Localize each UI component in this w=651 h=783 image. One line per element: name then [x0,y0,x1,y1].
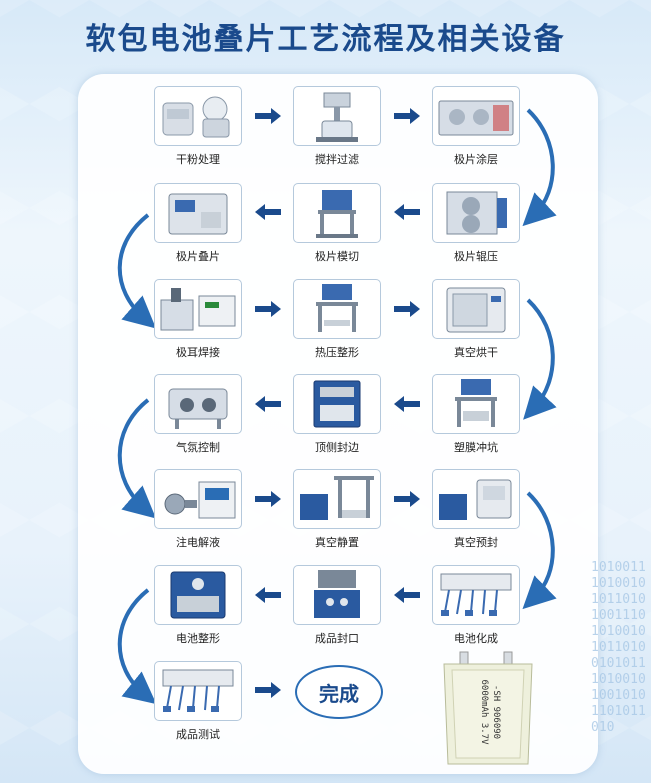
step-atmosphere: 气氛控制 [154,374,242,455]
step-label: 极片叠片 [176,250,220,263]
step-film-punch: 塑膜冲坑 [432,374,520,455]
arrow-left-icon [255,204,281,224]
step-battery-shaping: 电池整形 [154,565,242,646]
curve-left-2 [117,398,157,519]
stacking-machine-icon [154,183,242,243]
step-label: 气氛控制 [176,441,220,454]
electrolyte-filler-icon [154,469,242,529]
arrow-right-icon [255,491,281,511]
step-tab-welding: 极耳焊接 [154,279,242,360]
hot-press-icon [293,279,381,339]
step-label: 电池整形 [176,632,220,645]
roller-press-icon [432,183,520,243]
arrow-left-icon [255,587,281,607]
curve-right-1 [522,108,557,227]
step-label: 真空预封 [454,536,498,549]
tab-welder-icon [154,279,242,339]
arrow-left-icon [394,204,420,224]
done-badge: 完成 [295,665,383,719]
step-die-cutting: 极片模切 [293,183,381,264]
formation-tester-icon [432,565,520,625]
step-final-sealing: 成品封口 [293,565,381,646]
step-label: 搅拌过滤 [315,153,359,166]
step-label: 干粉处理 [176,153,220,166]
step-label: 极片模切 [315,250,359,263]
coater-icon [432,86,520,146]
vacuum-pre-sealer-icon [432,469,520,529]
step-label: 塑膜冲坑 [454,441,498,454]
step-hot-press: 热压整形 [293,279,381,360]
step-top-side-seal: 顶侧封边 [293,374,381,455]
mixer-icon [293,86,381,146]
step-label: 极片辊压 [454,250,498,263]
vacuum-oven-icon [432,279,520,339]
step-coating: 极片涂层 [432,86,520,167]
step-label: 电池化成 [454,632,498,645]
step-label: 极片涂层 [454,153,498,166]
arrow-left-icon [394,396,420,416]
top-side-sealer-icon [293,374,381,434]
svg-text:-SH 906090: -SH 906090 [491,685,501,739]
arrow-left-icon [394,587,420,607]
final-sealer-icon [293,565,381,625]
step-rolling: 极片辊压 [432,183,520,264]
arrow-right-icon [394,108,420,128]
arrow-right-icon [255,682,281,702]
battery-shaper-icon [154,565,242,625]
glove-box-icon [154,374,242,434]
step-label: 顶侧封边 [315,441,359,454]
arrow-right-icon [255,108,281,128]
curve-left-3 [117,588,157,705]
step-vacuum-standing: 真空静置 [293,469,381,550]
arrow-right-icon [255,301,281,321]
curve-right-2 [523,298,557,420]
step-label: 真空静置 [315,536,359,549]
die-cutter-icon [293,183,381,243]
curve-left-1 [117,213,157,329]
step-formation: 电池化成 [432,565,520,646]
step-vacuum-presealing: 真空预封 [432,469,520,550]
step-final-test: 成品测试 [154,661,242,742]
pouch-battery-image: -SH 906090 6000mAh 3.7V [438,650,538,772]
step-label: 热压整形 [315,346,359,359]
step-label: 极耳焊接 [176,346,220,359]
film-punch-icon [432,374,520,434]
step-label: 成品测试 [176,728,220,741]
step-vacuum-drying: 真空烘干 [432,279,520,360]
vacuum-standing-icon [293,469,381,529]
step-label: 注电解液 [176,536,220,549]
arrow-right-icon [394,491,420,511]
svg-text:6000mAh 3.7V: 6000mAh 3.7V [479,679,489,745]
step-label: 真空烘干 [454,346,498,359]
powder-processor-icon [154,86,242,146]
arrow-left-icon [255,396,281,416]
curve-right-3 [522,491,557,610]
step-stacking: 极片叠片 [154,183,242,264]
step-label: 成品封口 [315,632,359,645]
arrow-right-icon [394,301,420,321]
binary-decoration: 1010011101001010110101001110101001010110… [591,560,646,735]
step-mixing: 搅拌过滤 [293,86,381,167]
step-dry-powder: 干粉处理 [154,86,242,167]
battery-tester-icon [154,661,242,721]
page-title: 软包电池叠片工艺流程及相关设备 [85,22,566,57]
step-electrolyte: 注电解液 [154,469,242,550]
